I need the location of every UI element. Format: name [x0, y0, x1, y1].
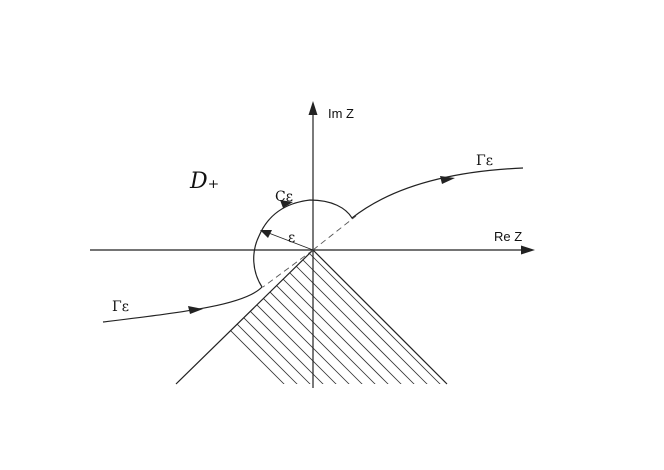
hatch-line	[176, 250, 366, 384]
hatch-line	[485, 0, 664, 400]
hatch-line	[393, 250, 447, 384]
hatched-wedge-region	[175, 0, 664, 400]
hatch-line	[176, 250, 431, 384]
hatch-line	[185, 250, 447, 384]
hatch-line	[176, 250, 447, 384]
hatch-line	[341, 250, 447, 384]
hatch-line	[176, 250, 392, 384]
hatch-line	[176, 250, 447, 384]
hatch-line	[176, 250, 447, 384]
domain-label: D₊	[189, 169, 219, 194]
contour-path	[102, 167, 524, 323]
contour-lower-arrow-icon	[188, 306, 203, 314]
hatch-line	[406, 250, 447, 384]
arc-arrow-icon	[280, 200, 293, 208]
radius-line	[265, 231, 314, 251]
contour-upper-arrow-icon	[440, 176, 455, 184]
hatch-line	[176, 250, 447, 384]
hatch-line	[380, 250, 447, 384]
hatch-line	[263, 250, 447, 384]
hatch-line	[176, 250, 405, 384]
small-arc-label: Cε	[275, 189, 293, 205]
hatch-line	[419, 250, 447, 384]
hatch-line	[176, 250, 301, 384]
hatch-line	[176, 250, 314, 384]
real-axis-label: Re Z	[494, 229, 522, 244]
radius-label: ε	[288, 230, 295, 246]
hatch-line	[289, 250, 447, 384]
hatch-line	[459, 0, 664, 400]
real-axis-arrow-icon	[521, 245, 535, 255]
hatch-line	[367, 250, 447, 384]
hatch-line	[276, 250, 447, 384]
hatch-line	[315, 250, 447, 384]
hatch-line	[445, 250, 447, 384]
hatch-line	[354, 250, 447, 384]
dashed-line-lower	[262, 249, 314, 288]
hatch-line	[176, 250, 447, 384]
dashed-line-upper	[312, 215, 357, 251]
real-axis	[90, 245, 535, 255]
hatch-line	[211, 250, 447, 384]
imaginary-axis-arrow-icon	[308, 101, 318, 115]
hatch-line	[237, 250, 447, 384]
hatch-line	[176, 250, 444, 384]
hatch-line	[498, 0, 664, 400]
imaginary-axis-label: Im Z	[328, 106, 354, 121]
hatch-line	[176, 250, 447, 384]
hatch-line	[176, 250, 379, 384]
hatch-line	[472, 0, 664, 400]
hatch-line	[176, 250, 340, 384]
hatch-line	[176, 250, 353, 384]
hatch-line	[176, 250, 418, 384]
contour-lower-label: Γε	[112, 299, 129, 315]
radius-arrow-icon	[260, 230, 272, 238]
hatch-line	[176, 250, 327, 384]
hatch-line	[432, 250, 447, 384]
hatch-line	[176, 250, 447, 384]
hatch-line	[198, 250, 447, 384]
hatch-line	[176, 250, 447, 384]
contour-upper-label: Γε	[476, 153, 493, 169]
